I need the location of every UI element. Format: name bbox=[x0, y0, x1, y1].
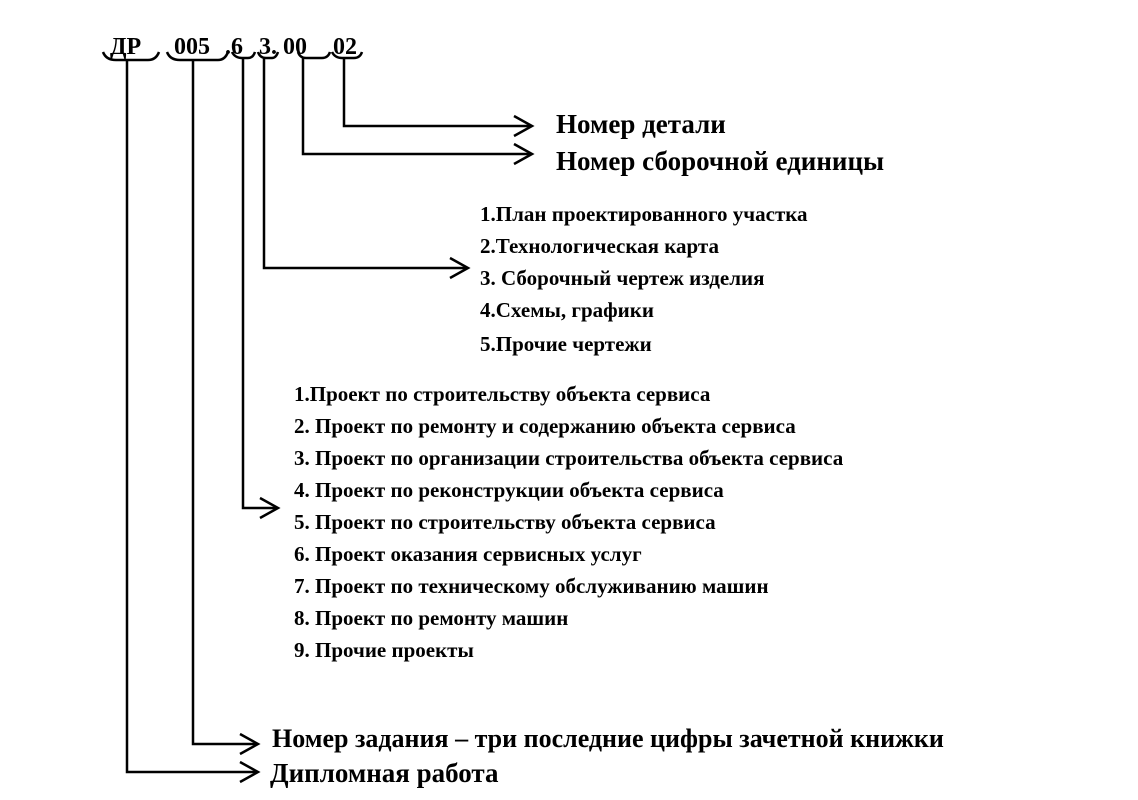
code-part-task: 005 bbox=[174, 34, 210, 60]
bracket-00 bbox=[296, 51, 332, 60]
line-detail-number bbox=[342, 58, 530, 128]
project-type-item: 7. Проект по техническому обслуживанию м… bbox=[294, 574, 769, 598]
label-assembly-unit-number: Номер сборочной единицы bbox=[556, 146, 885, 176]
project-type-item: 6. Проект оказания сервисных услуг bbox=[294, 542, 642, 566]
bracket-dr bbox=[101, 51, 161, 62]
drawing-type-item: 3. Сборочный чертеж изделия bbox=[480, 266, 765, 290]
project-type-item: 9. Прочие проекты bbox=[294, 638, 474, 662]
label-detail-number: Номер детали bbox=[556, 109, 726, 139]
drawing-type-item: 4.Схемы, графики bbox=[480, 298, 654, 322]
bracket-6 bbox=[230, 51, 257, 60]
code-part-assembly: 00 bbox=[283, 34, 307, 60]
project-type-item: 3. Проект по организации строительства о… bbox=[294, 446, 844, 470]
project-type-item: 4. Проект по реконструкции объекта серви… bbox=[294, 478, 724, 502]
line-assembly-unit bbox=[301, 58, 530, 156]
arrow-assembly-unit bbox=[513, 142, 535, 166]
project-type-item: 2. Проект по ремонту и содержанию объект… bbox=[294, 414, 796, 438]
arrow-task-number bbox=[239, 732, 261, 756]
project-type-item: 5. Проект по строительству объекта серви… bbox=[294, 510, 716, 534]
label-task-number: Номер задания – три последние цифры заче… bbox=[272, 724, 944, 753]
code-part-dr: ДР bbox=[110, 34, 142, 60]
project-type-item: 1.Проект по строительству объекта сервис… bbox=[294, 382, 711, 406]
drawing-type-item: 2.Технологическая карта bbox=[480, 234, 719, 258]
arrow-project-type bbox=[259, 496, 281, 520]
bracket-005 bbox=[165, 51, 230, 62]
bracket-3 bbox=[256, 51, 280, 60]
code-part-detail: 02 bbox=[333, 34, 357, 60]
bracket-02 bbox=[330, 51, 364, 60]
arrow-diploma-work bbox=[239, 760, 261, 784]
code-part-drawing: 3. bbox=[259, 34, 277, 60]
project-type-item: 8. Проект по ремонту машин bbox=[294, 606, 569, 630]
drawing-type-item: 1.План проектированного участка bbox=[480, 202, 808, 226]
code-part-project: .6 bbox=[225, 34, 243, 60]
arrow-drawing-type bbox=[449, 256, 471, 280]
line-diploma-work bbox=[125, 60, 256, 774]
label-diploma-work: Дипломная работа bbox=[270, 758, 499, 788]
line-task-number bbox=[191, 60, 256, 746]
arrow-detail-number bbox=[513, 114, 535, 138]
line-drawing-type bbox=[262, 58, 466, 270]
line-project-type bbox=[241, 58, 276, 510]
drawing-type-item: 5.Прочие чертежи bbox=[480, 332, 652, 356]
